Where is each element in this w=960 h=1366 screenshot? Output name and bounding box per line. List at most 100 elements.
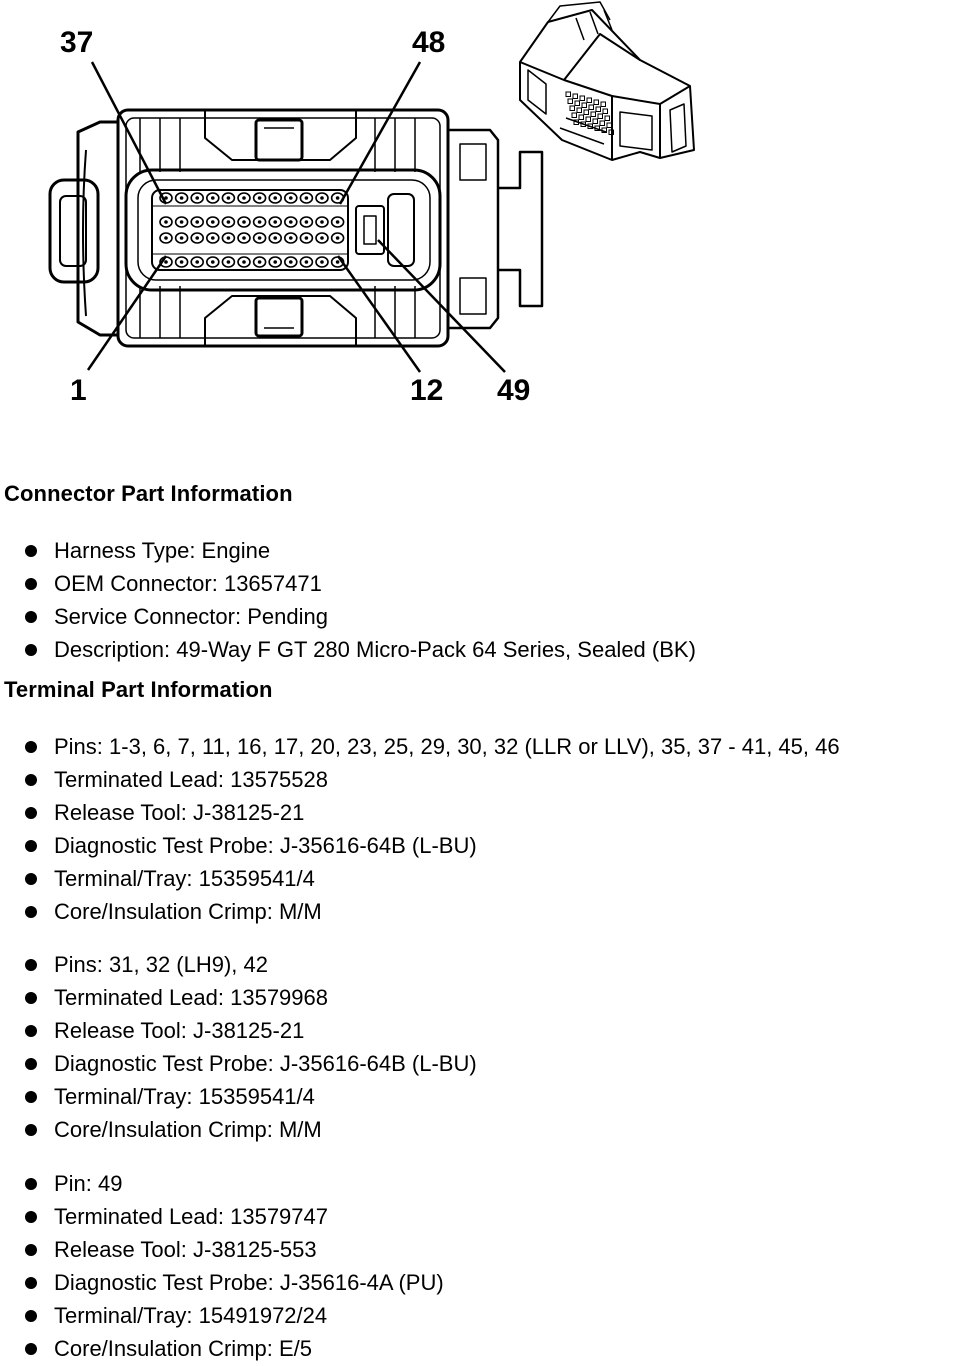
terminal-cavity-contact (211, 196, 215, 200)
leader-line-48 (338, 61, 422, 205)
connector-diagram: 37 48 1 12 49 (48, 1, 695, 407)
isometric-cavity (602, 108, 608, 114)
terminal-cavity-contact (289, 260, 293, 264)
terminal-cavity-contact (273, 220, 278, 224)
isometric-cavity (608, 129, 614, 135)
terminal-cavity-contact (226, 196, 231, 200)
callout-12: 12 (410, 374, 443, 407)
connector-side-tab (48, 178, 100, 284)
terminal-cavity-contact (289, 196, 293, 200)
terminal-cavity-block (151, 189, 349, 271)
isometric-cavity (593, 99, 599, 105)
terminal-cavity-contact (242, 260, 246, 264)
callout-48: 48 (412, 26, 445, 59)
isometric-cavity (572, 93, 578, 99)
isometric-cavity (579, 95, 585, 101)
isometric-cavity (588, 104, 594, 110)
terminal-cavity-contact (211, 260, 215, 264)
terminal-cavity-contact (242, 196, 246, 200)
isometric-cavity (600, 101, 606, 107)
connector-info-heading: Connector Part Information (4, 481, 293, 506)
terminal-cavity-contact (273, 196, 278, 200)
terminal-group-3-release-tool: Release Tool: J-38125-553 (0, 1233, 444, 1266)
connector-info-description: Description: 49-Way F GT 280 Micro-Pack … (0, 633, 696, 666)
isometric-cavity (578, 114, 584, 120)
isometric-cavity (581, 102, 587, 108)
terminal-group-3-terminated-lead: Terminated Lead: 13579747 (0, 1200, 444, 1233)
isometric-cavity (587, 123, 593, 129)
terminal-group-1-terminated-lead: Terminated Lead: 13575528 (0, 763, 840, 796)
connector-info-service-connector: Service Connector: Pending (0, 600, 696, 633)
pin-49-cavity (355, 205, 385, 255)
terminal-cavity-contact (179, 260, 184, 264)
isometric-cavity (583, 109, 589, 115)
terminal-group-2-pins: Pins: 31, 32 (LH9), 42 (0, 948, 477, 981)
terminal-cavity-contact (226, 220, 231, 224)
callout-37: 37 (60, 26, 93, 59)
terminal-cavity-contact (257, 236, 262, 240)
terminal-cavity-contact (335, 236, 340, 240)
terminal-cavity-contact (273, 260, 278, 264)
isometric-cavity (569, 105, 575, 111)
callout-49: 49 (497, 374, 530, 407)
leader-line-49 (377, 239, 506, 373)
terminal-group-1-test-probe: Diagnostic Test Probe: J-35616-64B (L-BU… (0, 829, 840, 862)
terminal-cavity-contact (179, 220, 184, 224)
terminal-cavity-contact (335, 220, 340, 224)
isometric-cavity (595, 106, 601, 112)
connector-top-lock (254, 118, 304, 162)
terminal-cavity-contact (195, 236, 199, 240)
terminal-group-3-pins: Pin: 49 (0, 1167, 444, 1200)
terminal-cavity-grid (159, 192, 345, 268)
isometric-cavity (601, 127, 607, 133)
terminal-cavity-contact (335, 196, 340, 200)
terminal-info-heading: Terminal Part Information (4, 677, 273, 702)
terminal-cavity-contact (195, 220, 199, 224)
terminal-cavity-contact (273, 236, 278, 240)
isometric-cavity (576, 107, 582, 113)
terminal-cavity-contact (304, 260, 309, 264)
terminal-cavity-contact (257, 196, 262, 200)
terminal-cavity-contact (257, 260, 262, 264)
isometric-cavity (590, 111, 596, 117)
terminal-cavity-contact (195, 260, 199, 264)
terminal-cavity-contact (211, 236, 215, 240)
isometric-cavity (597, 113, 603, 119)
isometric-cavity (585, 116, 591, 122)
terminal-cavity-contact (179, 196, 184, 200)
isometric-cavity (592, 118, 598, 124)
terminal-cavity-contact (179, 236, 184, 240)
terminal-group-3: Pin: 49 Terminated Lead: 13579747 Releas… (0, 1167, 444, 1365)
terminal-cavity-contact (320, 220, 324, 224)
terminal-group-1-release-tool: Release Tool: J-38125-21 (0, 796, 840, 829)
connector-info-list: Harness Type: Engine OEM Connector: 1365… (0, 534, 696, 666)
connector-body (116, 108, 450, 348)
terminal-cavity-contact (304, 236, 309, 240)
terminal-group-2-test-probe: Diagnostic Test Probe: J-35616-64B (L-BU… (0, 1047, 477, 1080)
terminal-cavity-contact (164, 236, 168, 240)
terminal-group-2-terminal-tray: Terminal/Tray: 15359541/4 (0, 1080, 477, 1113)
terminal-cavity-contact (304, 196, 309, 200)
connector-face (124, 168, 442, 292)
terminal-cavity-contact (257, 220, 262, 224)
terminal-group-2-crimp: Core/Insulation Crimp: M/M (0, 1113, 477, 1146)
isometric-cavity (594, 125, 600, 131)
terminal-group-1-terminal-tray: Terminal/Tray: 15359541/4 (0, 862, 840, 895)
terminal-group-1-crimp: Core/Insulation Crimp: M/M (0, 895, 840, 928)
isometric-cavity (567, 98, 573, 104)
callout-1: 1 (70, 374, 87, 407)
terminal-cavity-contact (164, 196, 168, 200)
terminal-group-2-terminated-lead: Terminated Lead: 13579968 (0, 981, 477, 1014)
terminal-cavity-contact (320, 196, 324, 200)
terminal-group-3-crimp: Core/Insulation Crimp: E/5 (0, 1332, 444, 1365)
isometric-cavity (571, 112, 577, 118)
terminal-cavity-contact (335, 260, 340, 264)
terminal-cavity-contact (164, 260, 168, 264)
terminal-cavity-contact (289, 236, 293, 240)
isometric-cavity-grid (565, 91, 614, 135)
terminal-group-3-test-probe: Diagnostic Test Probe: J-35616-4A (PU) (0, 1266, 444, 1299)
terminal-group-1-pins: Pins: 1-3, 6, 7, 11, 16, 17, 20, 23, 25,… (0, 730, 840, 763)
terminal-group-2-release-tool: Release Tool: J-38125-21 (0, 1014, 477, 1047)
terminal-cavity-contact (226, 236, 231, 240)
isometric-cavity (586, 97, 592, 103)
